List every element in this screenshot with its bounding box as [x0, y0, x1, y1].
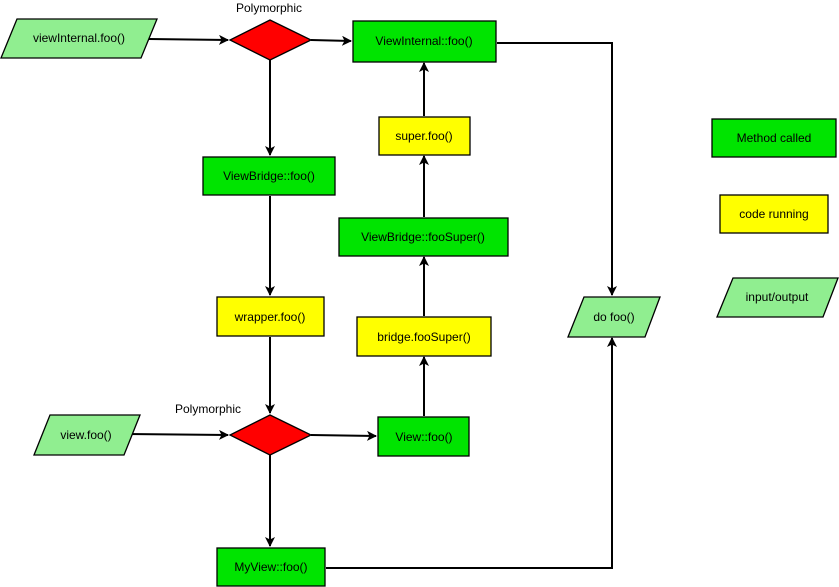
- io-parallelogram-shape: [0, 18, 158, 59]
- method-box-shape: [202, 156, 336, 196]
- legend-input-output-label: input/output: [746, 290, 809, 304]
- super-foo-node: super.foo(): [378, 116, 471, 156]
- edge-view-input-to-bottom-decision: [126, 429, 229, 440]
- view-foo-label: View::foo(): [395, 430, 452, 444]
- myview-foo-label: MyView::foo(): [234, 560, 307, 574]
- legend-code-swatch: [719, 194, 829, 234]
- legend-method-called-label: Method called: [737, 131, 812, 145]
- view-foo-input-label: view.foo(): [60, 428, 111, 442]
- viewinternal-foo-node: ViewInternal::foo(): [352, 20, 497, 63]
- method-box-shape: [377, 416, 470, 457]
- top-decision-node: Polymorphic: [228, 1, 313, 61]
- super-foo-label: super.foo(): [395, 129, 452, 143]
- code-box-shape: [378, 116, 471, 156]
- method-box-shape: [216, 547, 326, 587]
- bottom-decision-label: Polymorphic: [175, 402, 241, 416]
- viewbridge-foosuper-label: ViewBridge::fooSuper(): [361, 230, 485, 244]
- code-box-shape: [216, 296, 325, 337]
- bottom-decision-node: Polymorphic: [175, 402, 313, 456]
- edge-viewinternal-foo-to-do-foo: [497, 42, 617, 296]
- viewbridge-foo-node: ViewBridge::foo(): [202, 156, 336, 196]
- do-foo-node: do foo(): [567, 296, 661, 338]
- decision-diamond-shape: [228, 414, 313, 456]
- top-decision-label: Polymorphic: [236, 1, 302, 15]
- edges: [126, 34, 617, 569]
- legend-io-swatch: [716, 277, 839, 318]
- view-foo-input-node: view.foo(): [33, 414, 141, 456]
- edge-viewinternal-input-to-top-decision: [148, 34, 229, 45]
- viewinternal-foo-label: ViewInternal::foo(): [375, 34, 472, 48]
- viewbridge-foosuper-node: ViewBridge::fooSuper(): [338, 217, 509, 257]
- io-parallelogram-shape: [567, 296, 661, 338]
- bridge-foosuper-label: bridge.fooSuper(): [377, 330, 470, 344]
- bridge-foosuper-node: bridge.fooSuper(): [356, 316, 492, 357]
- legend: Method called code running input/output: [711, 118, 839, 318]
- view-foo-node: View::foo(): [377, 416, 470, 457]
- legend-method-called: Method called: [711, 118, 837, 158]
- do-foo-label: do foo(): [593, 310, 634, 324]
- decision-diamond-shape: [228, 19, 313, 61]
- viewinternal-foo-input-node: viewInternal.foo(): [0, 18, 158, 59]
- method-box-shape: [338, 217, 509, 257]
- wrapper-foo-label: wrapper.foo(): [234, 310, 306, 324]
- myview-foo-node: MyView::foo(): [216, 547, 326, 587]
- code-box-shape: [356, 316, 492, 357]
- viewbridge-foo-label: ViewBridge::foo(): [223, 169, 315, 183]
- edge-bottom-decision-to-view-foo: [310, 430, 377, 441]
- legend-method-swatch: [711, 118, 837, 158]
- legend-code-running: code running: [719, 194, 829, 234]
- method-box-shape: [352, 20, 497, 63]
- io-parallelogram-shape: [33, 414, 141, 456]
- viewinternal-foo-input-label: viewInternal.foo(): [33, 31, 125, 45]
- edge-myview-foo-to-do-foo: [326, 337, 617, 569]
- legend-code-running-label: code running: [739, 207, 808, 221]
- wrapper-foo-node: wrapper.foo(): [216, 296, 325, 337]
- legend-input-output: input/output: [716, 277, 839, 318]
- edge-top-decision-to-viewinternal-foo: [310, 35, 352, 46]
